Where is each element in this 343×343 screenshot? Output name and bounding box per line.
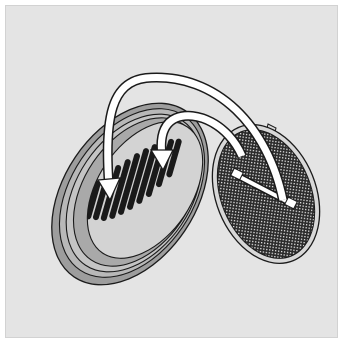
- illustration-panel: [5, 5, 338, 338]
- filter-installation-diagram: [6, 6, 338, 338]
